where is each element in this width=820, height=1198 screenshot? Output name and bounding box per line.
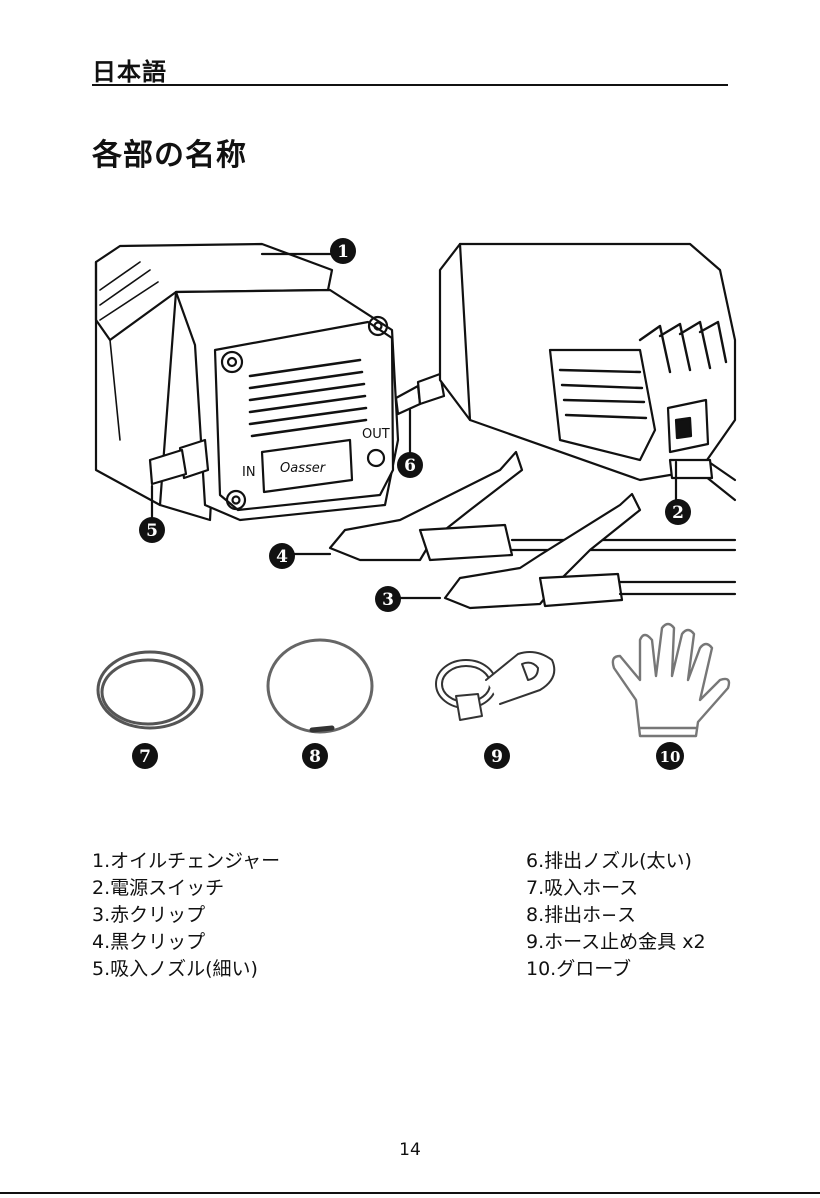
oil-changer-front-unit: [96, 244, 444, 520]
in-port-label: IN: [242, 465, 256, 480]
list-item: 4.黒クリップ: [92, 929, 280, 956]
list-item: 5.吸入ノズル(細い): [92, 956, 280, 983]
callout-9: 9: [484, 743, 510, 769]
list-item: 6.排出ノズル(太い): [526, 848, 706, 875]
oil-changer-rear-unit: [440, 244, 735, 500]
callout-5: 5: [139, 517, 165, 543]
glove-drawing: [613, 624, 729, 736]
discharge-hose-drawing: [268, 640, 372, 732]
svg-text:3: 3: [382, 590, 394, 610]
list-item: 9.ホース止め金具 x2: [526, 929, 706, 956]
callout-6: 6: [397, 452, 423, 478]
svg-text:1: 1: [337, 242, 349, 262]
footer-divider: [0, 1192, 820, 1194]
parts-list-right: 6.排出ノズル(太い) 7.吸入ホース 8.排出ホ−ス 9.ホース止め金具 x2…: [526, 848, 706, 983]
svg-text:4: 4: [276, 547, 288, 567]
callout-1: 1: [330, 238, 356, 264]
list-item: 10.グローブ: [526, 956, 706, 983]
out-port-label: OUT: [362, 427, 390, 442]
callout-10: 10: [656, 742, 684, 770]
svg-text:9: 9: [491, 747, 503, 767]
list-item: 8.排出ホ−ス: [526, 902, 706, 929]
page-number: 14: [0, 1140, 820, 1160]
svg-text:8: 8: [309, 747, 321, 767]
list-item: 3.赤クリップ: [92, 902, 280, 929]
list-item: 1.オイルチェンジャー: [92, 848, 280, 875]
callout-7: 7: [132, 743, 158, 769]
svg-text:10: 10: [660, 748, 681, 766]
svg-text:5: 5: [146, 521, 158, 541]
callout-4: 4: [269, 543, 295, 569]
parts-illustration: IN OUT Oasser 1 2 3 4 5 6 7 8 9 10: [0, 0, 820, 800]
list-item: 7.吸入ホース: [526, 875, 706, 902]
callout-3: 3: [375, 586, 401, 612]
list-item: 2.電源スイッチ: [92, 875, 280, 902]
svg-text:7: 7: [139, 747, 151, 767]
callout-2: 2: [665, 499, 691, 525]
callout-8: 8: [302, 743, 328, 769]
brand-logo: Oasser: [280, 461, 327, 476]
svg-text:2: 2: [672, 503, 684, 523]
hose-clamp-drawing: [436, 652, 554, 720]
suction-hose-drawing: [98, 652, 202, 728]
svg-text:6: 6: [404, 456, 416, 476]
parts-list-left: 1.オイルチェンジャー 2.電源スイッチ 3.赤クリップ 4.黒クリップ 5.吸…: [92, 848, 280, 983]
